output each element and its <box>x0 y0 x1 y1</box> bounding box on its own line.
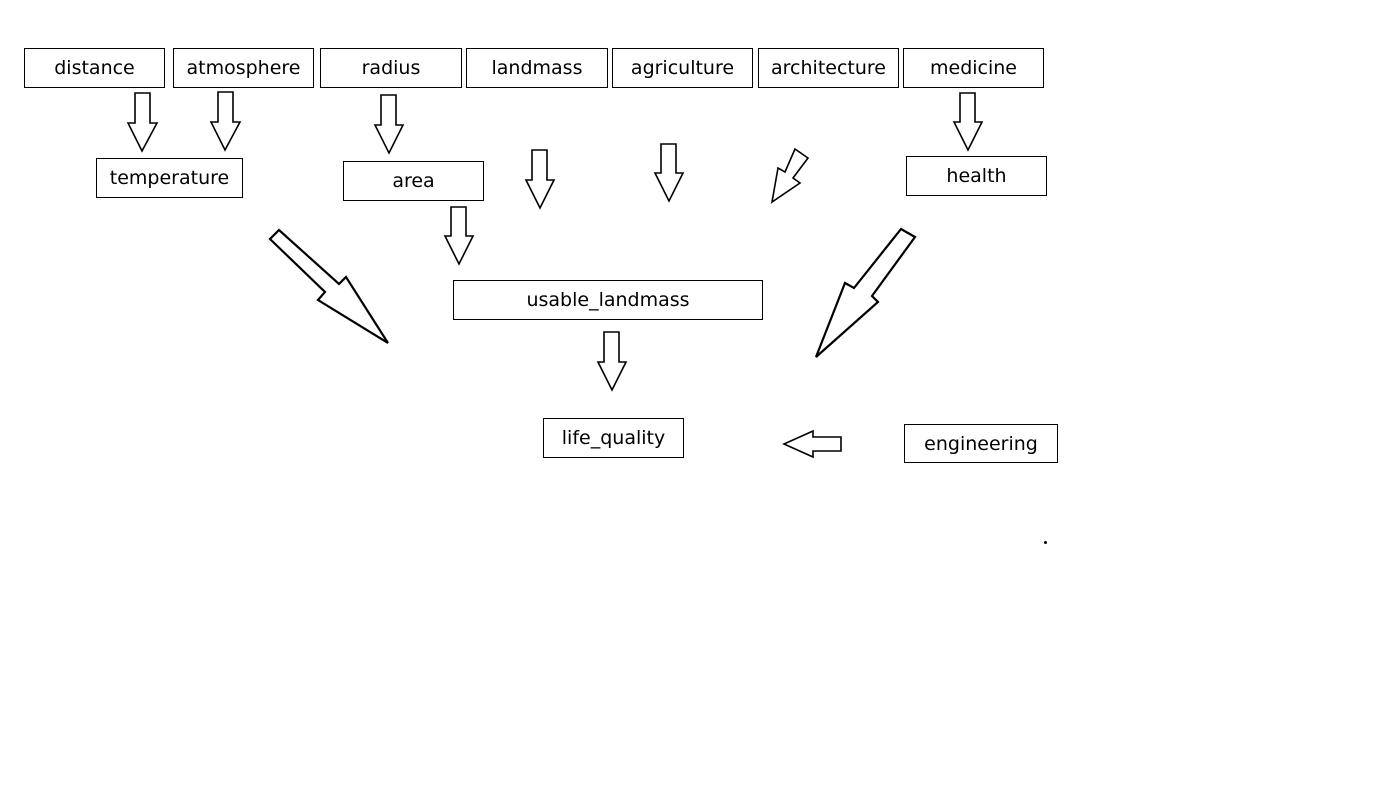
node-architecture: architecture <box>758 48 899 88</box>
arrow-radius-to-area <box>373 94 405 155</box>
arrow-area-to-usable-landmass <box>443 206 475 266</box>
arrow-health-to-life-quality <box>814 227 917 358</box>
node-health: health <box>906 156 1047 196</box>
node-temperature: temperature <box>96 158 243 198</box>
arrow-landmass-to-usable-landmass <box>524 149 556 210</box>
arrow-agriculture-to-usable-landmass <box>653 143 685 203</box>
node-agriculture: agriculture <box>612 48 753 88</box>
arrow-engineering-to-life-quality <box>782 429 842 459</box>
arrow-medicine-to-health <box>952 92 984 152</box>
node-distance: distance <box>24 48 165 88</box>
node-usable-landmass: usable_landmass <box>453 280 763 320</box>
node-area: area <box>343 161 484 201</box>
node-radius: radius <box>320 48 462 88</box>
node-medicine: medicine <box>903 48 1044 88</box>
arrow-temperature-to-life-quality <box>268 228 389 344</box>
arrow-atmosphere-to-temperature <box>209 91 242 152</box>
node-engineering: engineering <box>904 424 1058 463</box>
node-life-quality: life_quality <box>543 418 684 458</box>
node-atmosphere: atmosphere <box>173 48 314 88</box>
stray-dot <box>1044 541 1047 544</box>
arrow-usable-landmass-to-life-quality <box>596 331 628 392</box>
node-landmass: landmass <box>466 48 608 88</box>
arrow-architecture-to-usable-landmass <box>770 147 810 204</box>
arrow-distance-to-temperature <box>126 92 159 153</box>
